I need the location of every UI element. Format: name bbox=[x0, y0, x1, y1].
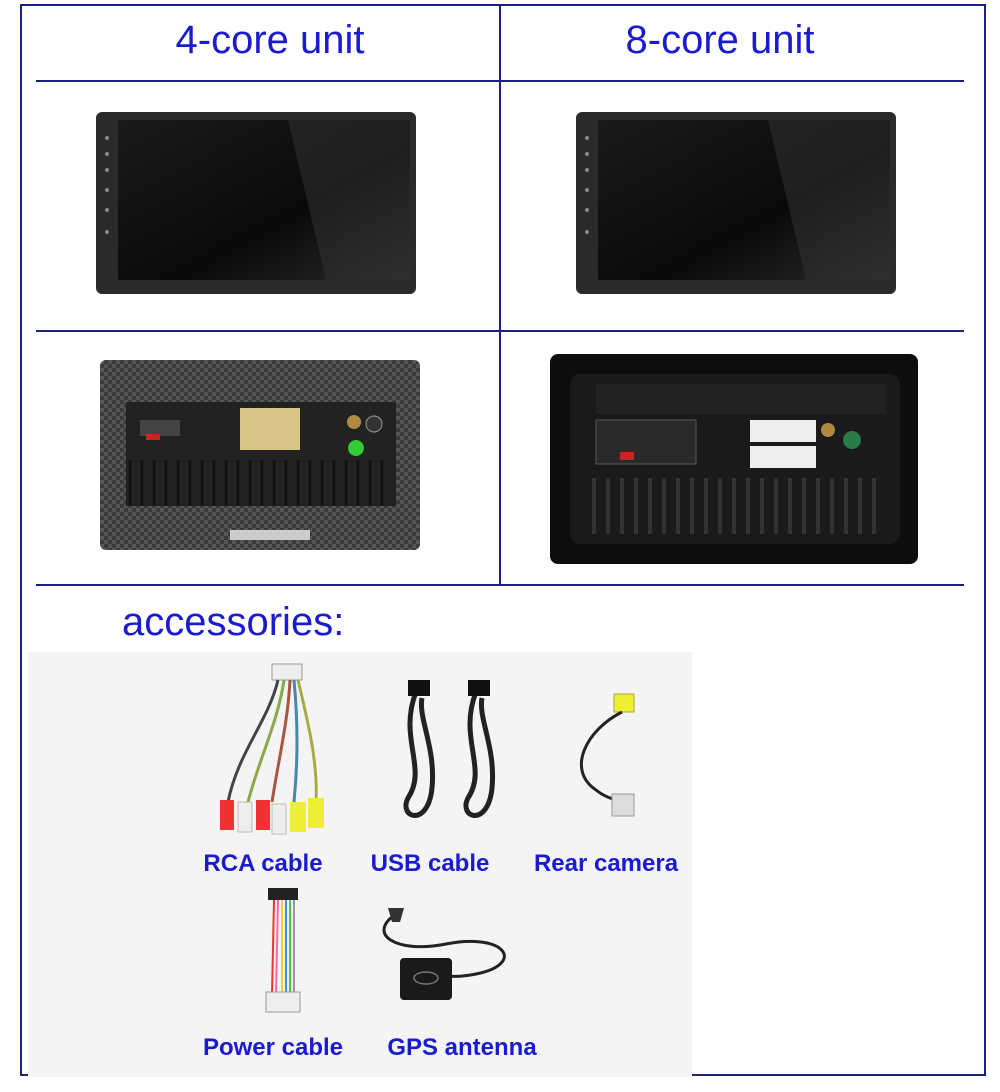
gps-antenna-label: GPS antenna bbox=[387, 1034, 537, 1061]
power-cable-label: Power cable bbox=[202, 1034, 344, 1061]
rear-camera-cable-photo bbox=[579, 693, 635, 817]
four-core-back-panel-photo bbox=[100, 360, 420, 550]
usb-cable-photo bbox=[403, 680, 496, 818]
border-left bbox=[20, 4, 22, 1076]
power-cable-photo bbox=[265, 888, 301, 1013]
border-right bbox=[984, 4, 986, 1076]
rca-cable-photo bbox=[220, 663, 324, 835]
heading-4-core-unit: 4-core unit bbox=[175, 18, 365, 62]
usb-cable-label: USB cable bbox=[370, 850, 490, 877]
rca-cable-label: RCA cable bbox=[203, 850, 323, 877]
accessories-background bbox=[28, 652, 692, 1077]
heading-8-core-unit: 8-core unit bbox=[625, 18, 815, 62]
four-core-front-screen-photo bbox=[96, 112, 416, 294]
column-divider bbox=[499, 4, 501, 586]
border-top bbox=[20, 4, 986, 6]
accessories-title: accessories: bbox=[122, 600, 345, 644]
gps-antenna-photo bbox=[382, 908, 506, 1000]
eight-core-front-screen-photo bbox=[576, 112, 896, 294]
rear-camera-label: Rear camera bbox=[533, 850, 679, 877]
eight-core-back-panel-photo bbox=[550, 354, 918, 564]
